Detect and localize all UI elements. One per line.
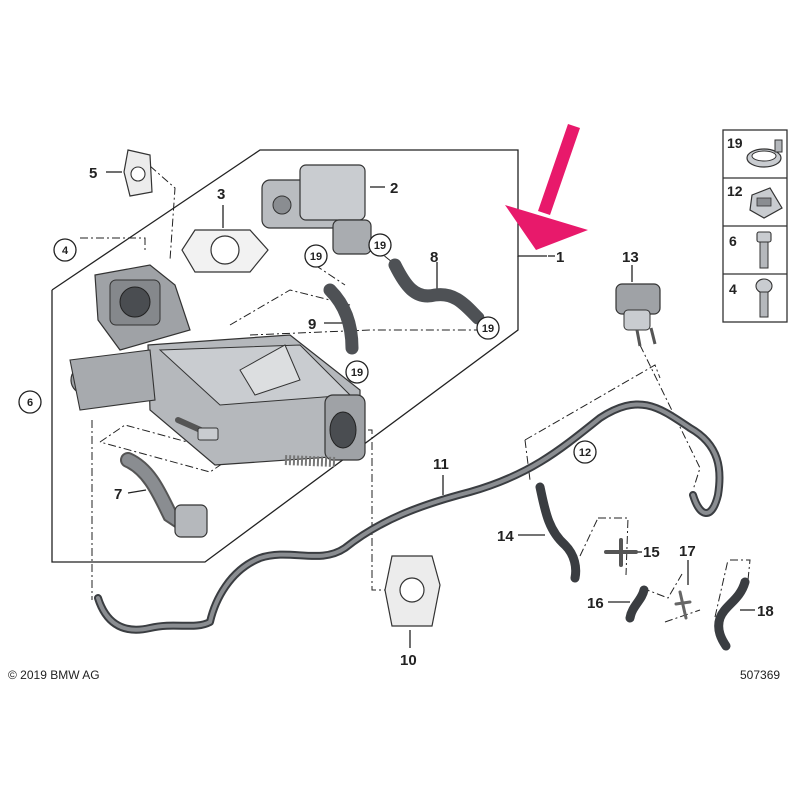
callout-13: 13 <box>622 249 639 266</box>
egr-actuator-part-2 <box>261 164 372 255</box>
gasket-part-3 <box>181 229 269 273</box>
legend-row-torx-bolt: 4 <box>729 278 773 318</box>
small-parts-legend: 19 12 6 4 <box>722 129 788 323</box>
vacuum-line-part-11 <box>94 400 724 634</box>
callout-11: 11 <box>433 456 449 473</box>
leader-lines <box>80 165 751 623</box>
circled-callout-4: 4 <box>53 238 77 262</box>
circled-callout-6: 6 <box>18 390 42 414</box>
svg-text:19: 19 <box>351 367 363 379</box>
hose-clamp-icon <box>746 139 783 168</box>
callout-8: 8 <box>430 249 438 266</box>
hose-part-16 <box>625 585 649 623</box>
legend-number: 4 <box>729 281 737 297</box>
callout-3: 3 <box>217 186 225 203</box>
changeover-valve-part-13 <box>615 283 661 347</box>
legend-row-hex-bolt: 6 <box>729 231 772 269</box>
callout-16: 16 <box>587 595 604 612</box>
callout-15: 15 <box>643 544 660 561</box>
hose-part-14 <box>535 482 581 583</box>
callout-18: 18 <box>757 603 774 620</box>
legend-number: 12 <box>727 183 743 199</box>
callout-7: 7 <box>114 486 122 503</box>
image-number: 507369 <box>740 668 781 682</box>
egr-cooler-module <box>69 264 366 467</box>
flange-gasket-part-5 <box>123 149 153 197</box>
circled-callout-19-c: 19 <box>476 316 500 340</box>
svg-text:19: 19 <box>310 251 322 263</box>
hose-part-9 <box>323 283 359 355</box>
callout-17: 17 <box>679 543 696 560</box>
copyright-notice: © 2019 BMW AG <box>8 668 100 682</box>
legend-number: 19 <box>727 135 743 151</box>
circled-callout-19-b: 19 <box>368 233 392 257</box>
svg-text:12: 12 <box>579 447 591 459</box>
hex-bolt-icon <box>756 231 772 269</box>
callout-9: 9 <box>308 316 316 333</box>
connector-part-17 <box>674 590 692 620</box>
hose-part-18 <box>714 577 750 651</box>
plastic-clip-icon <box>749 187 783 219</box>
legend-row-hose-clamp: 19 <box>727 135 783 168</box>
callout-2: 2 <box>390 180 398 197</box>
legend-number: 6 <box>729 233 737 249</box>
svg-text:4: 4 <box>62 245 69 257</box>
assembly-outline <box>51 149 547 563</box>
callout-1: 1 <box>556 249 564 266</box>
callout-10: 10 <box>400 652 417 669</box>
hose-part-7 <box>120 452 208 538</box>
torx-bolt-icon <box>755 278 773 318</box>
indicator-arrow <box>505 124 588 250</box>
svg-text:19: 19 <box>374 240 386 252</box>
plain-callouts: 1 2 3 5 7 8 9 10 11 13 14 15 16 17 18 <box>89 165 774 669</box>
hose-part-8 <box>388 258 485 325</box>
circled-callout-12: 12 <box>573 440 597 464</box>
circled-callout-19-d: 19 <box>345 360 369 384</box>
svg-text:19: 19 <box>482 323 494 335</box>
t-piece-part-15 <box>604 538 638 567</box>
circled-callout-19-a: 19 <box>304 244 328 268</box>
callout-5: 5 <box>89 165 97 182</box>
legend-row-plastic-clip: 12 <box>727 183 783 219</box>
callout-14: 14 <box>497 528 514 545</box>
gasket-part-10 <box>384 555 441 627</box>
circled-callouts: 4 6 19 19 19 19 12 <box>18 233 597 464</box>
callout-leaders <box>106 171 755 648</box>
svg-text:6: 6 <box>27 397 33 409</box>
